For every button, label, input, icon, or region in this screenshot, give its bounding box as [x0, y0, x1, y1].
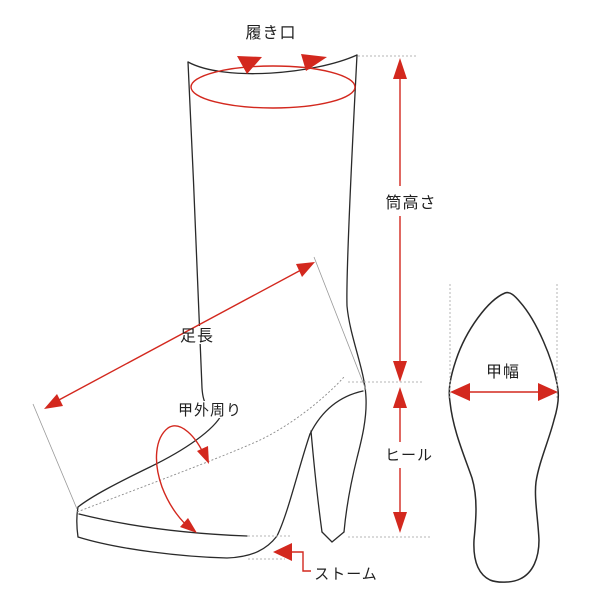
foot-length-line [56, 269, 302, 402]
label-storm: ストーム [314, 566, 378, 583]
foot-length-arrowhead-upper-icon [296, 262, 315, 277]
storm-leader-line [291, 551, 311, 572]
sole-top-view [448, 291, 560, 583]
label-bg-instep-circumference [172, 401, 248, 418]
label-foot-length: 足長 [180, 327, 214, 345]
dimension-marks [44, 54, 558, 572]
boot-back-outline [343, 54, 367, 533]
label-instep-width: 甲幅 [486, 363, 520, 381]
toe-extension-line [32, 403, 78, 510]
shaft-height-arrowhead-up-icon [393, 58, 407, 79]
heel-bottom [321, 531, 345, 543]
heel-arrowhead-down-icon [393, 512, 407, 533]
label-heel: ヒール [385, 447, 433, 464]
label-instep-circumference: 甲外周り [178, 402, 242, 419]
boot-top-rim [187, 54, 358, 75]
reference-lines [32, 55, 558, 560]
instep-width-arrowhead-left-icon [450, 383, 470, 401]
opening-arrowhead-left-icon [237, 56, 262, 74]
label-opening: 履き口 [245, 24, 296, 42]
labels: 履き口 筒高さ 足長 甲外周り ヒール ストーム 甲幅 [178, 24, 520, 583]
instep-arc-arrowhead-lower-icon [180, 518, 197, 533]
heel-front-edge [310, 430, 323, 533]
instep-arc-arrowhead-upper-icon [197, 446, 209, 464]
boot-side-view [76, 54, 367, 559]
heel-extension-line [313, 256, 367, 391]
platform-top-edge [78, 513, 248, 537]
shaft-height-arrowhead-down-icon [393, 361, 407, 382]
instep-circumference-arc [155, 425, 206, 530]
label-bg-foot-length [176, 326, 218, 344]
heel-arrowhead-up-icon [393, 387, 407, 408]
opening-arrowhead-right-icon [301, 54, 327, 71]
storm-arrowhead-icon [273, 543, 292, 561]
instep-width-arrowhead-right-icon [538, 383, 558, 401]
boot-front-outline [76, 61, 311, 559]
instep-hidden-line [76, 376, 345, 513]
opening-measure-ellipse [190, 65, 356, 109]
sole-outline [448, 291, 560, 583]
quarter-curve [309, 390, 364, 435]
label-shaft-height: 筒高さ [385, 194, 436, 212]
foot-length-arrowhead-lower-icon [44, 394, 63, 409]
